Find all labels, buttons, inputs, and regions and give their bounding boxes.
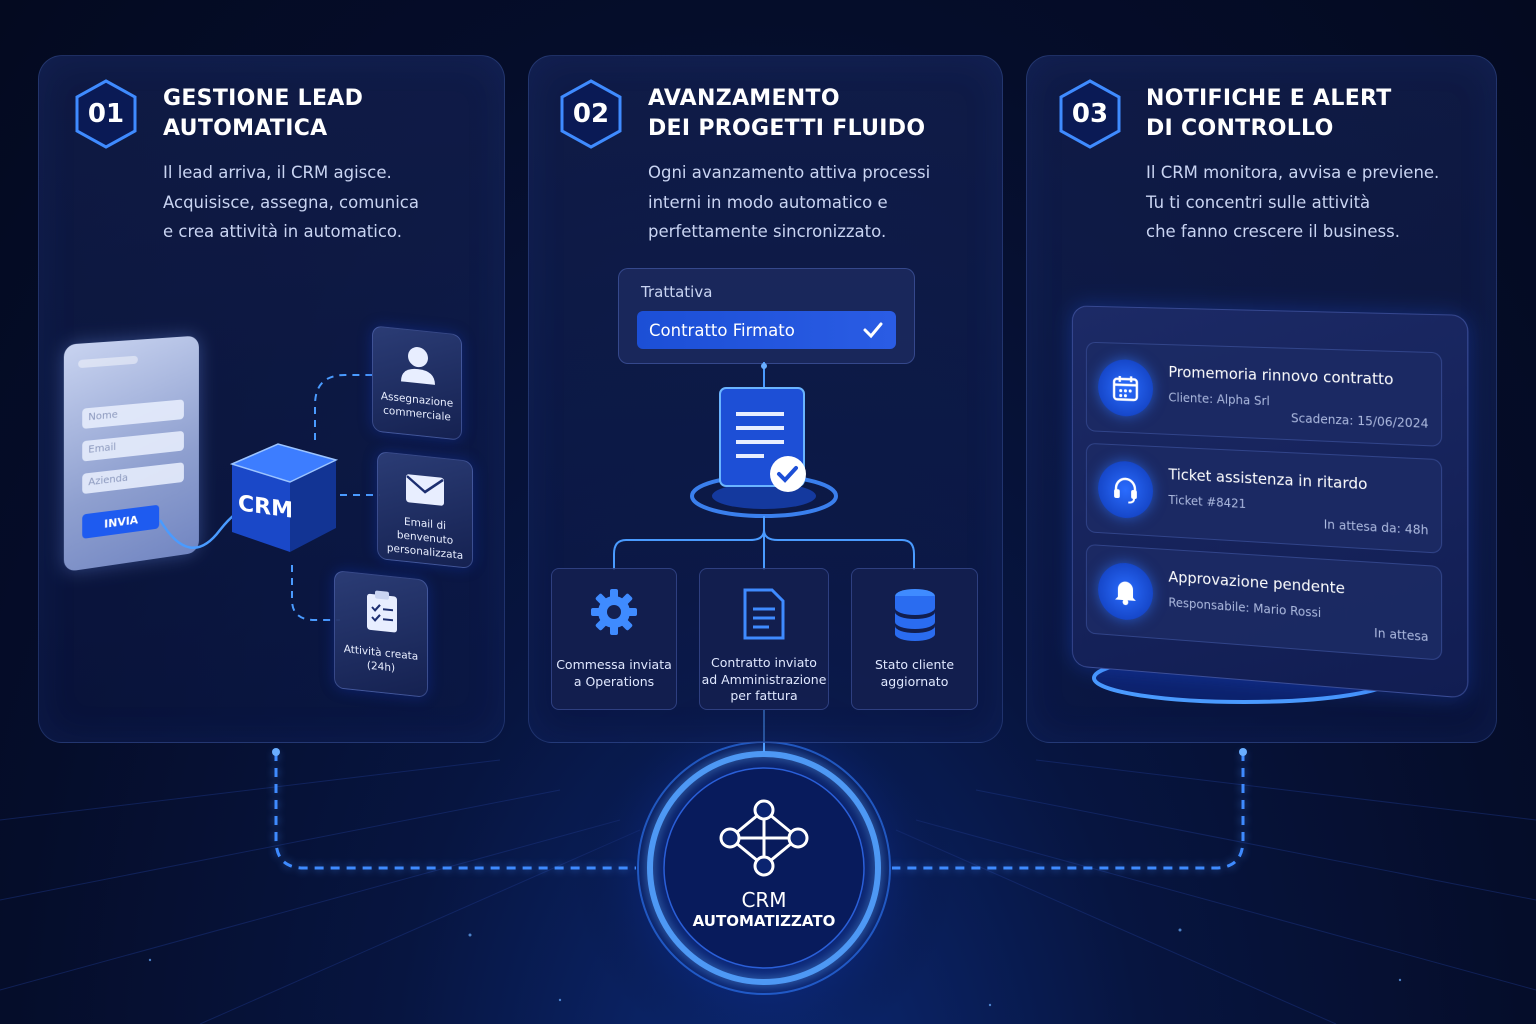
action-card-task-created: Attività creata (24h) [334,570,428,698]
submit-button[interactable]: INVIA [82,504,160,539]
notification-meta: Scadenza: 15/06/2024 [1290,411,1429,431]
stage-customer-status: Stato cliente aggiornato [851,568,978,710]
hub-title: CRM [741,888,787,912]
stage-administration: Contratto inviato ad Amministrazione per… [699,568,829,710]
step-description-2: Ogni avanzamento attiva processi interni… [648,163,931,241]
check-icon [863,322,883,339]
step-description-3: Il CRM monitora, avvisa e previene. Tu t… [1146,163,1440,241]
notification-subtitle: Cliente: Alpha Srl [1168,390,1270,409]
notification-meta: In attesa da: 48h [1323,517,1429,538]
step-title-2: AVANZAMENTO DEI PROGETTI FLUIDO [648,86,926,141]
step-title-1: GESTIONE LEAD AUTOMATICA [163,86,364,141]
step-number-badge-2: 02 [559,78,623,150]
gear-icon [591,589,637,635]
calendar-icon [1112,374,1139,402]
deal-stage-select[interactable]: Contratto Firmato [637,311,896,349]
envelope-icon [406,474,444,506]
notification-icon-badge [1098,358,1154,418]
action-card-welcome-email: Email di benvenuto personalizzata [377,450,473,570]
notification-icon-badge [1098,459,1154,520]
clipboard-icon [367,590,397,633]
step-number-badge-1: 01 [74,78,138,150]
headset-icon [1112,475,1139,504]
deal-stage-value: Contratto Firmato [649,320,795,340]
step-title-3: NOTIFICHE E ALERT DI CONTROLLO [1146,86,1392,141]
crm-cube: CRM [228,440,340,558]
step-number: 02 [572,99,610,129]
user-icon [401,347,435,385]
notification-icon-badge [1098,561,1154,622]
network-icon [719,799,809,877]
notification-approval[interactable]: Approvazione pendente Responsabile: Mari… [1085,543,1443,661]
hub-subtitle: AUTOMATIZZATO [692,912,836,930]
deal-label: Trattativa [641,283,713,301]
stage-operations: Commessa inviata a Operations [551,568,677,710]
notification-title: Promemoria rinnovo contratto [1168,362,1394,389]
phone-notch [78,355,138,369]
notification-monitor: Promemoria rinnovo contratto Cliente: Al… [1071,305,1469,699]
notification-title: Approvazione pendente [1168,567,1345,598]
database-icon [894,589,935,641]
action-card-assignment: Assegnazione commerciale [372,325,462,441]
notification-subtitle: Ticket #8421 [1168,492,1247,512]
document-icon [743,588,785,640]
deal-status-box: Trattativa Contratto Firmato [618,268,915,364]
notification-title: Ticket assistenza in ritardo [1168,465,1368,494]
bell-icon [1115,580,1136,606]
notification-meta: In attesa [1374,625,1429,645]
notification-subtitle: Responsabile: Mario Rossi [1168,595,1322,621]
step-description-1: Il lead arriva, il CRM agisce. Acquisisc… [163,163,419,241]
step-number: 03 [1071,99,1109,129]
step-number-badge-3: 03 [1058,78,1122,150]
step-number: 01 [87,99,125,129]
notification-ticket[interactable]: Ticket assistenza in ritardo Ticket #842… [1085,442,1443,554]
notification-renewal[interactable]: Promemoria rinnovo contratto Cliente: Al… [1085,341,1443,447]
contract-document-icon [719,387,806,492]
